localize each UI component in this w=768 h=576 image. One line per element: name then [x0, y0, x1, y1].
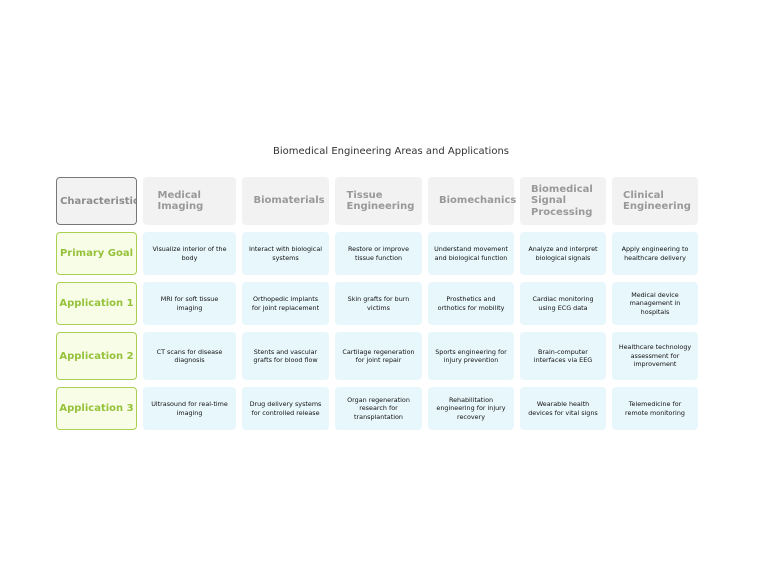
column-header: Tissue Engineering: [335, 177, 422, 225]
column-header-label: Medical Imaging: [157, 189, 204, 213]
table-cell: Skin grafts for burn victims: [335, 282, 422, 325]
table-cell: Medical device management in hospitals: [612, 282, 698, 325]
column-header: Clinical Engineering: [612, 177, 698, 225]
table-cell: Orthopedic implants for joint replacemen…: [242, 282, 329, 325]
table-cell: Restore or improve tissue function: [335, 232, 422, 275]
column-header-label: Biomaterials: [253, 195, 325, 207]
row-header: Primary Goal: [56, 232, 137, 275]
table-cell: CT scans for disease diagnosis: [143, 332, 236, 380]
table-cell: Brain-computer interfaces via EEG: [520, 332, 606, 380]
table-cell: Apply engineering to healthcare delivery: [612, 232, 698, 275]
table-cell: Wearable health devices for vital signs: [520, 387, 606, 430]
column-header-label: Clinical Engineering: [623, 189, 691, 213]
corner-header-label: Characteristic: [60, 195, 137, 207]
column-header: Medical Imaging: [143, 177, 236, 225]
table-cell: Drug delivery systems for controlled rel…: [242, 387, 329, 430]
table-cell: Cartilage regeneration for joint repair: [335, 332, 422, 380]
table-cell: Understand movement and biological funct…: [428, 232, 514, 275]
row-header: Application 2: [56, 332, 137, 380]
comparison-table: Characteristic Medical Imaging Biomateri…: [56, 177, 698, 430]
table-cell: Cardiac monitoring using ECG data: [520, 282, 606, 325]
table-cell: Rehabilitation engineering for injury re…: [428, 387, 514, 430]
table-cell: Analyze and interpret biological signals: [520, 232, 606, 275]
column-header: Biomaterials: [242, 177, 329, 225]
corner-header: Characteristic: [56, 177, 137, 225]
column-header-label: Biomechanics: [439, 195, 517, 207]
table-cell: Organ regeneration research for transpla…: [335, 387, 422, 430]
row-header: Application 3: [56, 387, 137, 430]
table-cell: Visualize interior of the body: [143, 232, 236, 275]
table-cell: Interact with biological systems: [242, 232, 329, 275]
table-cell: Telemedicine for remote monitoring: [612, 387, 698, 430]
table-cell: Healthcare technology assessment for imp…: [612, 332, 698, 380]
column-header: Biomechanics: [428, 177, 517, 225]
table-cell: MRI for soft tissue imaging: [143, 282, 236, 325]
diagram-title: Biomedical Engineering Areas and Applica…: [272, 146, 509, 157]
table-cell: Ultrasound for real-time imaging: [143, 387, 236, 430]
table-cell: Prosthetics and orthotics for mobility: [428, 282, 514, 325]
table-cell: Sports engineering for injury prevention: [428, 332, 514, 380]
table-cell: Stents and vascular grafts for blood flo…: [242, 332, 329, 380]
column-header-label: Biomedical Signal Processing: [531, 183, 593, 218]
row-header: Application 1: [56, 282, 137, 325]
column-header-label: Tissue Engineering: [346, 189, 415, 213]
column-header: Biomedical Signal Processing: [520, 177, 606, 225]
